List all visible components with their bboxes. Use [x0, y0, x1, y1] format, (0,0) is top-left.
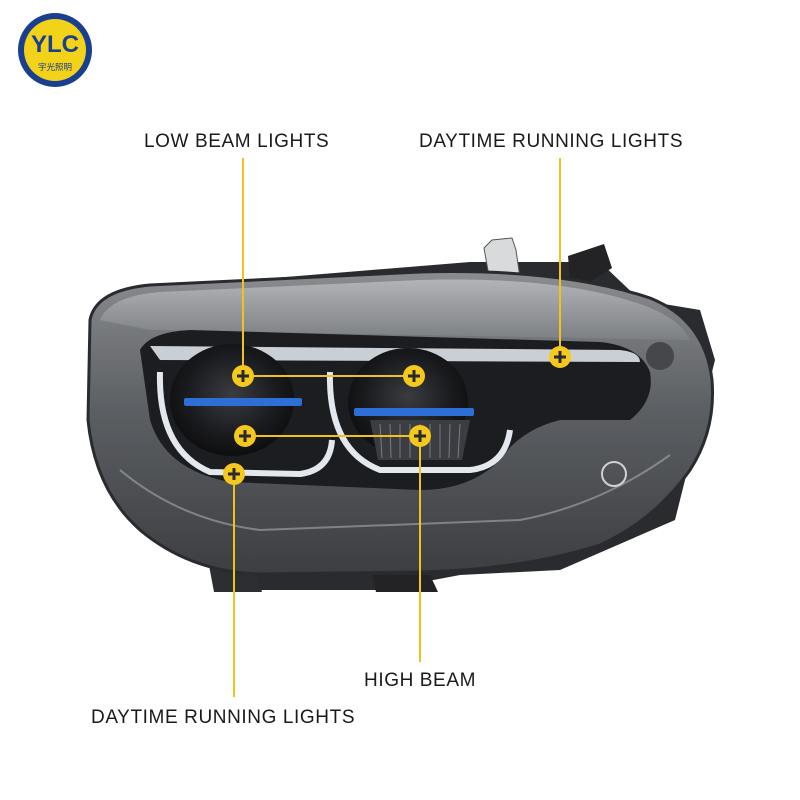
lens-emblem [601, 461, 627, 487]
brand-logo: YLC 宇光照明 [18, 13, 92, 87]
plus-circle-icon [403, 365, 425, 387]
plus-circle-icon [409, 425, 431, 447]
logo-letters: YLC [31, 31, 79, 58]
mount-tab-bottom [372, 575, 438, 592]
blue-accent-left [184, 398, 302, 406]
blue-accent-right [354, 408, 474, 416]
callout-lines [233, 158, 561, 697]
callout-high-beam: HIGH BEAM [364, 670, 477, 691]
plus-circle-icon [234, 425, 256, 447]
callout-low-beam: LOW BEAM LIGHTS [144, 131, 330, 152]
callout-daytime-running-bottom: DAYTIME RUNNING LIGHTS [91, 707, 356, 728]
mount-tab-right [568, 244, 612, 282]
plus-circle-icon [232, 365, 254, 387]
lens-lower-ridge [119, 454, 671, 532]
callout-daytime-running-top: DAYTIME RUNNING LIGHTS [419, 131, 684, 152]
drl-ring-left [156, 371, 335, 478]
logo-caption: 宇光照明 [38, 62, 72, 73]
drl-ring-right [326, 371, 513, 473]
lens-top-band [100, 279, 690, 340]
plus-circle-icon [549, 346, 571, 368]
plus-circle-icon [223, 463, 245, 485]
